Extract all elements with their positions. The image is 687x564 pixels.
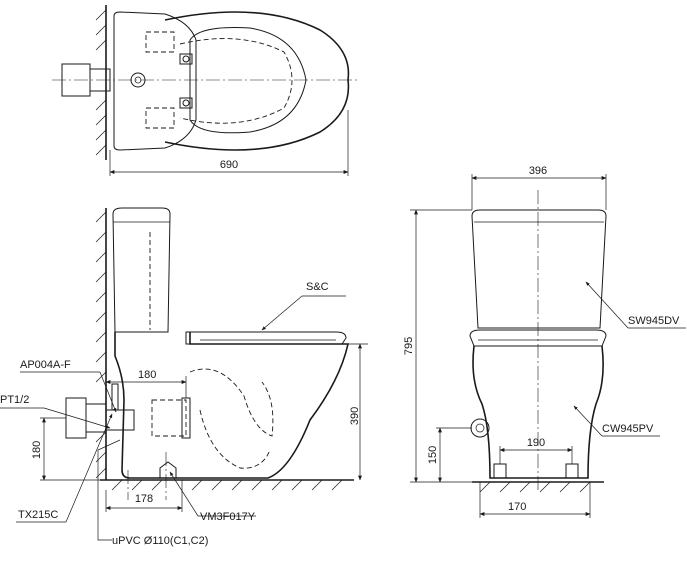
top-view: 690 (52, 5, 360, 176)
label-pipe: uPVC Ø110(C1,C2) (112, 535, 208, 547)
top-hidden-flush (145, 107, 175, 129)
dim-170-label: 170 (508, 501, 526, 513)
front-bolt-right (565, 463, 579, 479)
label-flex-hose: TX215C (18, 509, 58, 521)
leader-bolt-kit (169, 471, 199, 517)
dim-795-label: 795 (403, 337, 415, 355)
front-inlet (470, 418, 490, 438)
label-seat-cover: S&C (306, 281, 329, 293)
side-view: 180 390 180 178 S&C AP004A-F PT1/2 TX215… (0, 207, 368, 547)
side-seat-cover (185, 331, 347, 345)
front-cistern (471, 209, 607, 329)
dim-690-label: 690 (220, 159, 238, 171)
dim-150-label: 150 (427, 446, 439, 464)
leader-thread (43, 407, 111, 429)
top-hidden-valve (145, 31, 175, 53)
label-thread: PT1/2 (0, 394, 29, 406)
front-seat (469, 329, 607, 347)
side-floor-hatch (111, 479, 343, 491)
top-hinge-left (179, 53, 193, 65)
leader-seat-cover (261, 295, 303, 331)
leader-angle-valve (99, 371, 117, 413)
label-cistern: SW945DV (628, 315, 680, 327)
front-bolt-left (493, 463, 507, 479)
leader-flex-hose (65, 413, 113, 523)
side-outlet-hidden (151, 399, 187, 437)
leader-cistern (585, 281, 629, 329)
front-view: 396 795 150 190 170 SW945DV CW945PV (403, 165, 686, 518)
top-cistern-outline (113, 11, 197, 151)
top-hinge-right (179, 97, 193, 109)
side-cistern (112, 207, 171, 333)
side-inlet-pipe (85, 403, 107, 433)
label-bolt-kit: VM3F017Y (200, 511, 256, 523)
leader-bowl (573, 405, 603, 437)
label-angle-valve: AP004A-F (20, 359, 71, 371)
side-wall-hatch (95, 211, 107, 479)
top-wall-hatch (95, 9, 107, 156)
dim-396-label: 396 (529, 165, 547, 177)
leader-pipe (97, 439, 121, 541)
dim-180-side-label: 180 (138, 369, 156, 381)
dim-190-label: 190 (527, 437, 545, 449)
dim-178-label: 178 (135, 493, 153, 505)
side-bowl (114, 332, 349, 479)
top-bowl-inner-hidden (179, 38, 293, 124)
side-trapway-hidden-2 (199, 409, 271, 469)
front-floor-hatch (479, 481, 591, 493)
side-angle-valve (105, 409, 135, 431)
label-bowl: CW945PV (602, 423, 654, 435)
front-bowl (472, 345, 604, 479)
dim-390-label: 390 (349, 407, 361, 425)
dim-180-inlet-label: 180 (31, 441, 43, 459)
side-floor-bolt (159, 461, 177, 478)
side-trapway-hidden (189, 368, 274, 437)
